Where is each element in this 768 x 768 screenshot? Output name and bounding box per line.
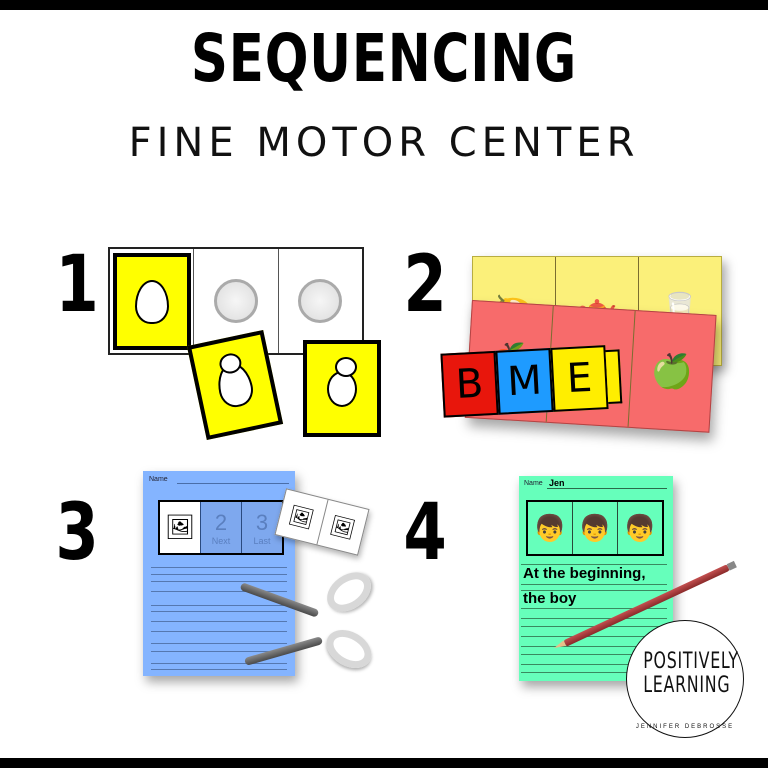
middle-label[interactable]: M: [495, 347, 554, 415]
scissor-handle: [319, 622, 379, 676]
apple-core-icon: 🍏: [649, 351, 695, 392]
bottom-border: [0, 758, 768, 768]
top-border: [0, 0, 768, 10]
box-label: Last: [253, 535, 271, 546]
beginning-label[interactable]: B: [440, 350, 499, 418]
page-title: SEQUENCING: [190, 20, 578, 97]
logo-line-2: LEARNING: [643, 673, 731, 698]
logo-author: JENNIFER DEBROSSE: [635, 724, 735, 730]
boy-icon: 👦: [573, 502, 618, 554]
chick-head-icon: [335, 356, 357, 377]
brand-logo: POSITIVELY LEARNING JENNIFER DEBROSSE: [626, 620, 744, 738]
easel-icon: 🖼: [164, 514, 196, 541]
first-box: 🖼: [160, 502, 201, 553]
egg-icon: [135, 279, 169, 324]
strip-cell: [194, 249, 279, 353]
box-label: Next: [211, 535, 231, 546]
boy-icon: 👦: [623, 512, 657, 543]
label-tab: [605, 349, 623, 405]
hatching-egg-icon: [213, 351, 257, 411]
scissor-handle: [319, 564, 379, 620]
egg-card[interactable]: [113, 253, 191, 350]
sentence-line-1: At the beginning,: [523, 565, 646, 582]
chick-head-icon: [217, 351, 244, 376]
step-number-2: 2: [403, 240, 447, 330]
end-label[interactable]: E: [550, 345, 609, 412]
name-value: Jen: [549, 478, 565, 488]
step-number-1: 1: [55, 240, 99, 330]
chick-icon: [327, 356, 357, 407]
name-line: [547, 488, 667, 489]
strip-cell: [279, 249, 362, 353]
name-label: Name: [524, 480, 543, 487]
cotton-dot-icon: [213, 279, 258, 323]
box-number: 3: [255, 509, 269, 535]
name-label: Name: [149, 476, 168, 483]
sequence-boxes: 👦 👦 👦: [526, 500, 664, 556]
bme-labels: B M E: [440, 344, 623, 418]
strip-cell: [110, 249, 195, 353]
name-line: [177, 483, 289, 484]
box-number: 2: [214, 509, 228, 535]
chick-card[interactable]: [303, 340, 381, 437]
cotton-dot-icon: [298, 279, 343, 323]
step-number-4: 4: [403, 488, 447, 578]
boy-icon: 👦: [528, 502, 573, 554]
step-number-3: 3: [55, 488, 99, 578]
sentence-line-2: the boy: [523, 590, 577, 607]
logo-line-1: POSITIVELY: [643, 649, 739, 674]
page-subtitle: FINE MOTOR CENTER: [128, 120, 640, 166]
